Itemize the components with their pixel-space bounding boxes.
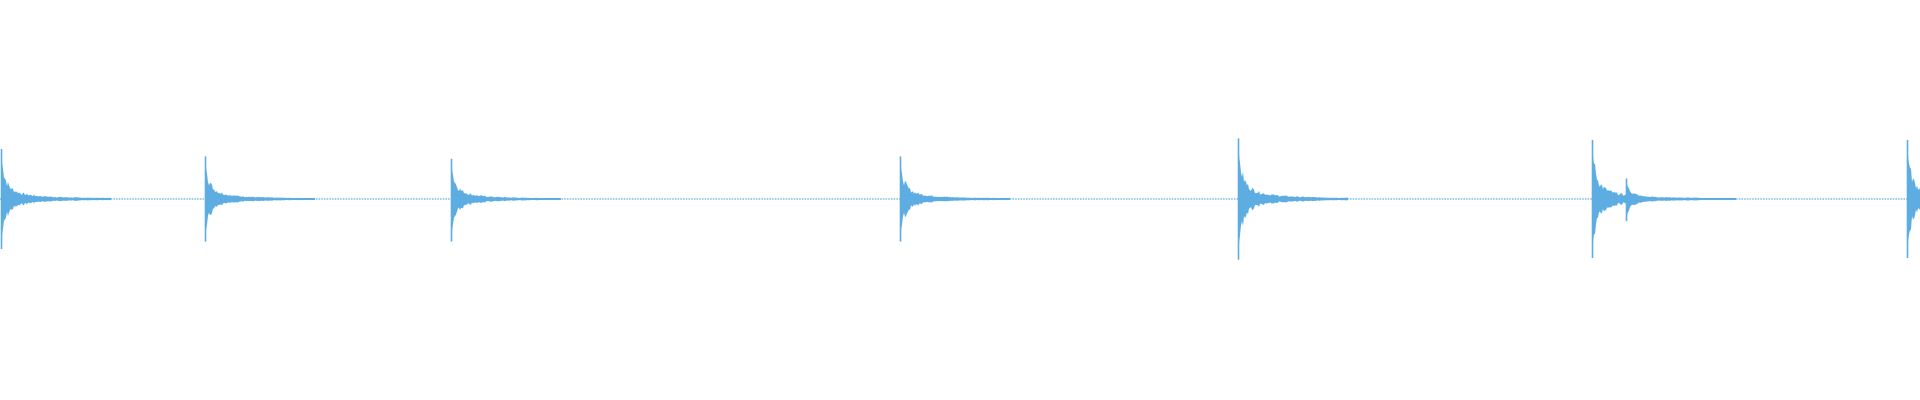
waveform-transient-3: [451, 158, 561, 242]
waveform-transient-4: [900, 156, 1010, 242]
waveform-transient-2: [205, 156, 315, 242]
waveform-transient-7: [1626, 178, 1736, 222]
waveform-transient-8: [1907, 140, 1920, 258]
waveform-transient-1: [1, 149, 111, 249]
waveform-transient-5: [1238, 138, 1348, 260]
waveform-peaks-group: [0, 138, 1920, 260]
